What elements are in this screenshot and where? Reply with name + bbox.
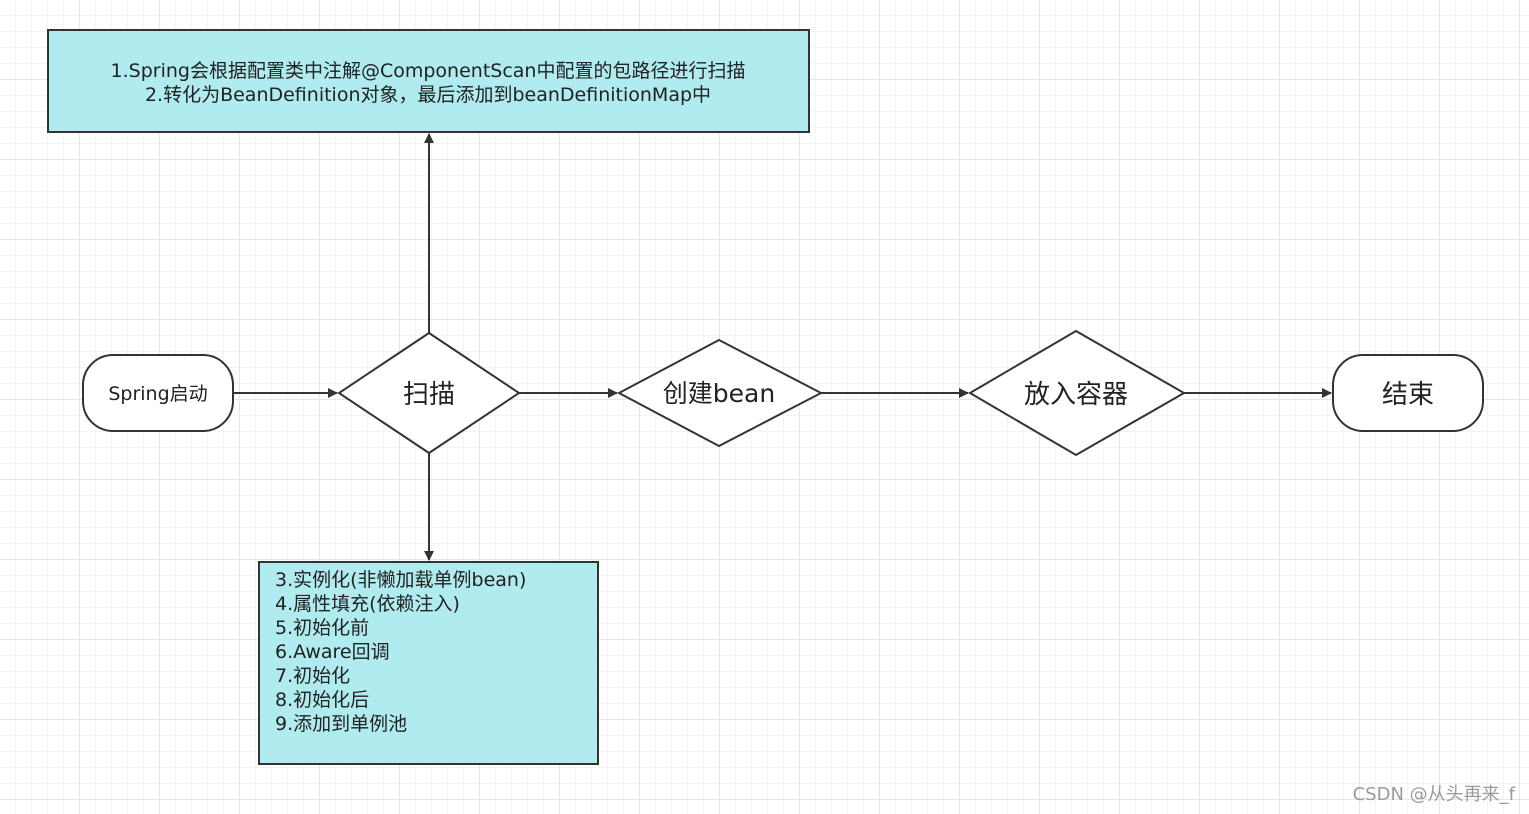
- lifecycle-step-after-init: 8.初始化后: [275, 689, 369, 711]
- bean-lifecycle-box: 3.实例化(非懒加载单例bean) 4.属性填充(依赖注入) 5.初始化前 6.…: [258, 561, 599, 765]
- create-bean-node: 创建bean: [616, 338, 824, 448]
- put-into-container-node: 放入容器: [968, 329, 1187, 457]
- connectors: [233, 133, 1332, 561]
- scan-details-line-1: 1.Spring会根据配置类中注解@ComponentScan中配置的包路径进行…: [111, 60, 746, 82]
- lifecycle-step-init: 7.初始化: [275, 665, 350, 687]
- end-node: 结束: [1332, 354, 1484, 432]
- scan-details-box: 1.Spring会根据配置类中注解@ComponentScan中配置的包路径进行…: [47, 29, 810, 133]
- lifecycle-step-instantiate: 3.实例化(非懒加载单例bean): [275, 569, 526, 591]
- lifecycle-step-singleton-pool: 9.添加到单例池: [275, 713, 407, 735]
- lifecycle-step-populate: 4.属性填充(依赖注入): [275, 593, 460, 615]
- scan-node-label: 扫描: [403, 380, 455, 410]
- scan-details-line-2: 2.转化为BeanDefinition对象，最后添加到beanDefinitio…: [145, 84, 711, 106]
- put-into-container-node-label: 放入容器: [1024, 380, 1128, 410]
- create-bean-node-label: 创建bean: [663, 379, 775, 408]
- start-node: Spring启动: [82, 354, 234, 432]
- start-node-label: Spring启动: [108, 383, 207, 405]
- scan-node: 扫描: [337, 331, 521, 455]
- watermark: CSDN @从头再来_f: [1352, 784, 1515, 805]
- lifecycle-step-before-init: 5.初始化前: [275, 617, 369, 639]
- end-node-label: 结束: [1382, 380, 1434, 410]
- lifecycle-step-aware: 6.Aware回调: [275, 641, 390, 663]
